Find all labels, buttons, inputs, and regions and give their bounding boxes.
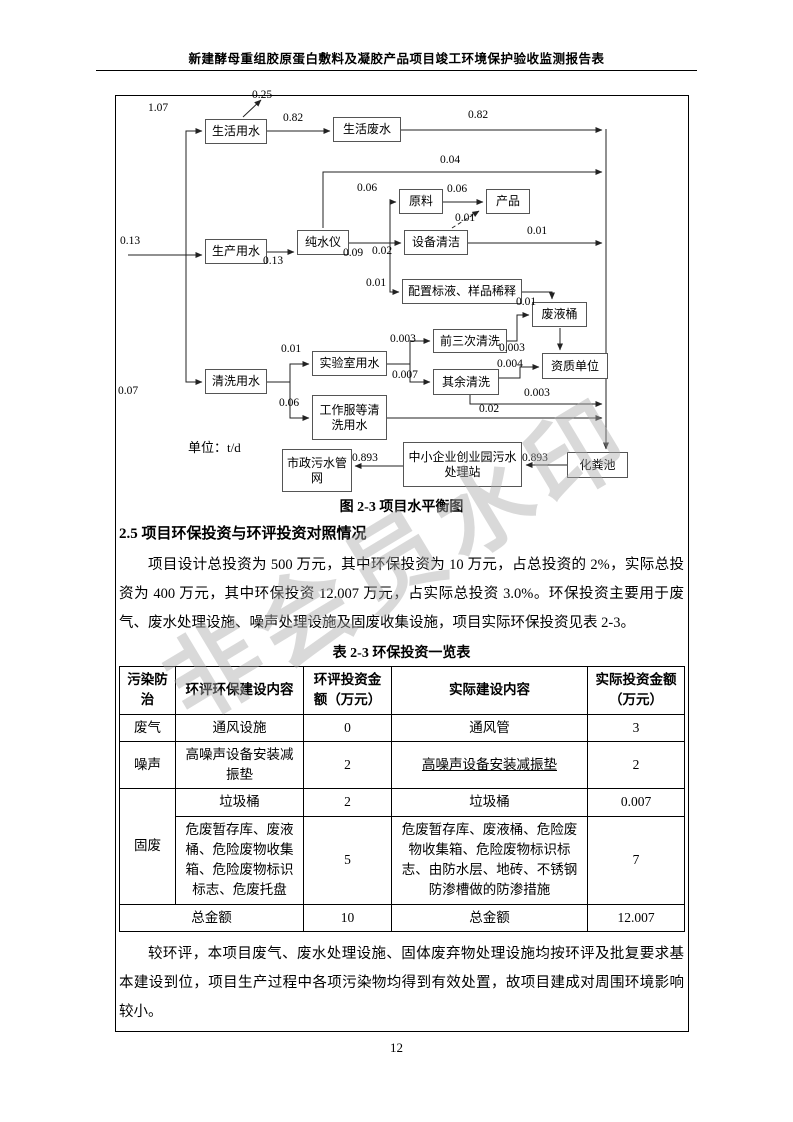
node-domestic-water: 生活用水 [205,119,267,144]
node-standard-solution-prep: 配置标液、样品稀释 [402,279,522,304]
flow-label: 0.004 [497,358,523,370]
table-row-solid-waste-2: 危废暂存库、废液桶、危险废物收集箱、危险废物标识标志、危废托盘 5 危废暂存库、… [120,815,685,905]
table-header-row: 污染防治 环评环保建设内容 环评投资金额（万元） 实际建设内容 实际投资金额（万… [119,666,685,715]
cell-actual-content: 高噪声设备安装减振垫 [391,740,588,790]
node-lab-water: 实验室用水 [312,351,387,376]
node-remaining-washes: 其余清洗 [433,369,499,395]
investment-table: 污染防治 环评环保建设内容 环评投资金额（万元） 实际建设内容 实际投资金额（万… [119,666,685,932]
node-municipal-sewer-network: 市政污水管网 [282,449,352,492]
header-pollution-control: 污染防治 [119,666,176,715]
node-domestic-wastewater: 生活废水 [333,117,401,142]
node-raw-material: 原料 [399,189,443,214]
cell-actual-amount: 3 [587,713,685,742]
cell-total-label: 总金额 [119,903,304,932]
table-caption: 表 2-3 环保投资一览表 [332,646,471,661]
header-actual-content: 实际建设内容 [391,666,588,715]
text-block: 图 2-3 项目水平衡图 2.5 项目环保投资与环评投资对照情况 项目设计总投资… [119,496,685,1031]
flow-label: 0.13 [120,235,141,247]
page-title: 新建酵母重组胶原蛋白敷料及凝胶产品项目竣工环境保护验收监测报告表 [188,52,605,66]
header-actual-amount: 实际投资金额（万元） [587,666,685,715]
flow-label: 0.13 [263,255,284,267]
cell-eia-amount: 5 [303,815,392,905]
figure-caption: 图 2-3 项目水平衡图 [339,500,464,515]
header-eia-content: 环评环保建设内容 [175,666,304,715]
section-heading: 2.5 项目环保投资与环评投资对照情况 [119,526,367,542]
cell-actual-content: 危废暂存库、废液桶、危险废物收集箱、危险废物标识标志、由防水层、地砖、不锈钢防渗… [391,815,588,905]
flow-label: 0.893 [522,452,548,464]
flow-label: 0.003 [390,333,416,345]
header-eia-amount: 环评投资金额（万元） [303,666,392,715]
flow-label: 0.01 [281,343,302,355]
table-row-noise: 噪声 高噪声设备安装减振垫 2 高噪声设备安装减振垫 2 [119,740,685,790]
flow-label: 0.07 [118,385,139,397]
cell-actual-content: 垃圾桶 [391,788,588,817]
flow-label: 0.06 [447,183,468,195]
diagram-unit-label: 单位：t/d [188,440,241,455]
cell-eia-amount: 2 [303,740,392,790]
flow-label: 0.06 [279,397,300,409]
cell-actual-amount: 7 [587,815,685,905]
cell-actual-content: 通风管 [391,713,588,742]
node-first-three-washes: 前三次清洗 [433,329,507,353]
flow-label: 0.06 [357,182,378,194]
node-park-sewage-station: 中小企业创业园污水处理站 [403,442,522,487]
cell-actual-amount: 0.007 [587,788,685,817]
cell-category: 噪声 [119,740,176,790]
cell-eia-content: 垃圾桶 [175,788,304,817]
cell-total-actual-amount: 12.007 [587,903,685,932]
table-row-total: 总金额 10 总金额 12.007 [119,903,685,932]
node-workwear-washing-water: 工作服等清洗用水 [312,395,387,440]
cell-eia-content: 高噪声设备安装减振垫 [175,740,304,790]
flow-label: 1.07 [148,102,169,114]
node-production-water: 生产用水 [205,239,267,264]
flow-label: 0.01 [527,225,548,237]
flow-label: 0.09 [343,247,364,259]
flow-label: 0.82 [468,109,489,121]
flow-label: 0.02 [372,245,393,257]
cell-category: 废气 [119,713,176,742]
flow-label: 0.01 [516,296,537,308]
node-water-purifier: 纯水仪 [297,230,349,255]
flow-label: 0.893 [352,452,378,464]
flow-label: 0.04 [440,154,461,166]
node-product: 产品 [486,189,530,214]
flow-label: 0.25 [252,89,273,101]
cell-eia-amount: 0 [303,713,392,742]
flow-label: 0.007 [392,369,418,381]
table-row-waste-gas: 废气 通风设施 0 通风管 3 [119,713,685,742]
page-number: 12 [390,1040,403,1055]
node-septic-tank: 化粪池 [567,452,628,478]
flow-label: 0.003 [499,342,525,354]
closing-paragraph: 较环评，本项目废气、废水处理设施、固体废弃物处理设施均按环评及批复要求基本建设到… [119,945,684,1020]
cell-eia-content: 危废暂存库、废液桶、危险废物收集箱、危险废物标识标志、危废托盘 [175,815,304,905]
node-waste-liquid-barrel: 废液桶 [532,302,587,327]
content-frame [115,95,689,1032]
cell-category: 固废 [119,788,176,905]
cell-eia-content: 通风设施 [175,713,304,742]
cell-total-eia-amount: 10 [303,903,392,932]
flow-label: 0.02 [479,403,500,415]
flow-label: 0.01 [455,212,476,224]
investment-paragraph: 项目设计总投资为 500 万元，其中环保投资为 10 万元，占总投资的 2%，实… [119,557,684,631]
flow-label: 0.01 [366,277,387,289]
table-row-solid-waste-1: 固废 垃圾桶 2 垃圾桶 0.007 [119,788,685,905]
flow-label: 0.82 [283,112,304,124]
cell-total-actual-label: 总金额 [391,903,588,932]
node-equipment-cleaning: 设备清洁 [404,230,468,255]
flow-label: 0.003 [524,387,550,399]
node-cleaning-water: 清洗用水 [205,369,267,394]
cell-actual-amount: 2 [587,740,685,790]
node-qualified-disposal-unit: 资质单位 [542,353,608,379]
header-divider [96,70,697,71]
cell-eia-amount: 2 [303,788,392,817]
